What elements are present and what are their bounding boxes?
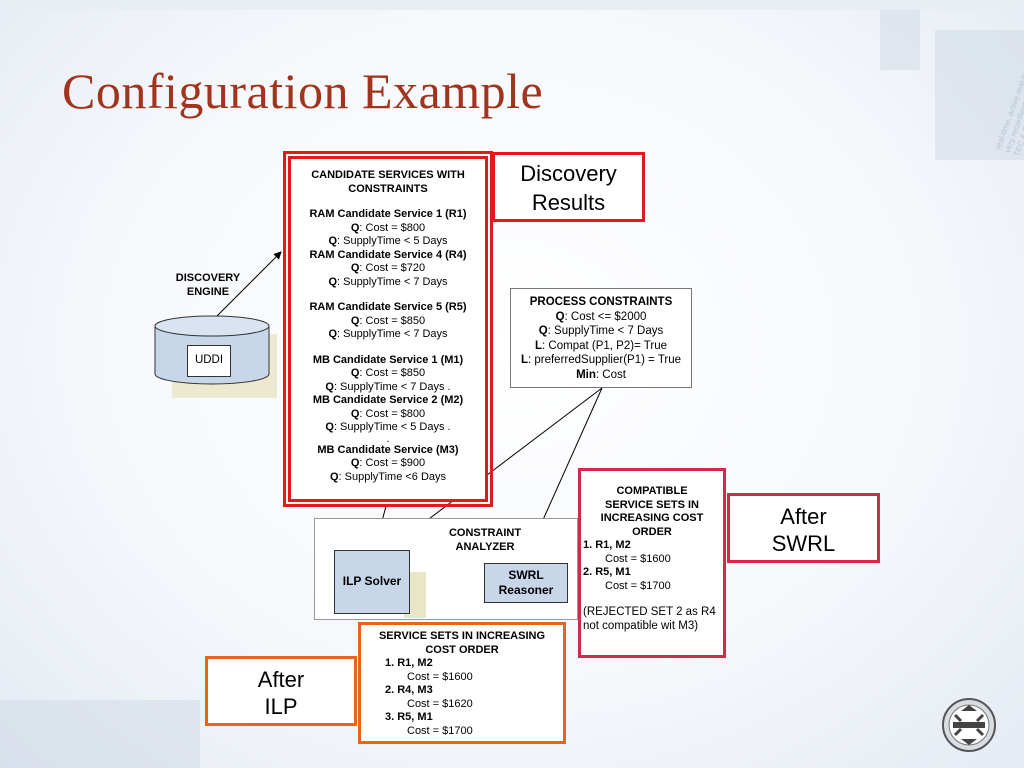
service-line: Q: Cost = $800 xyxy=(350,407,426,420)
label-line: Discovery xyxy=(520,161,617,186)
uddi-label: UDDI xyxy=(187,345,231,377)
constraint-line: Min: Cost xyxy=(576,368,626,381)
candidate-m3: MB Candidate Service (M3) Q: Cost = $900… xyxy=(295,444,481,485)
label-line: CONSTRAINT xyxy=(448,527,522,539)
set-item: 2. R4, M3 xyxy=(385,684,433,696)
swrl-reasoner-node: SWRL Reasoner xyxy=(484,563,568,603)
service-line: Q: SupplyTime < 7 Days xyxy=(328,275,448,288)
label-line: DISCOVERY xyxy=(175,272,241,284)
compatible-sets-box: COMPATIBLE SERVICE SETS IN INCREASING CO… xyxy=(578,468,726,658)
set-item: 3. R5, M1 xyxy=(385,711,433,723)
service-name: RAM Candidate Service 5 (R5) xyxy=(309,301,467,313)
service-name: MB Candidate Service (M3) xyxy=(317,443,459,456)
label-line: Reasoner xyxy=(498,583,554,597)
service-name: RAM Candidate Service 1 (R1) xyxy=(309,208,467,220)
label-line: ILP xyxy=(264,694,298,719)
set-cost: Cost = $1700 xyxy=(407,724,473,737)
constraint-line: L: preferredSupplier(P1) = True xyxy=(520,354,682,366)
discovery-results-label: Discovery Results xyxy=(492,152,645,222)
set-cost: Cost = $1700 xyxy=(605,579,671,592)
set-item: 2. R5, M1 xyxy=(583,566,631,578)
label-line: SWRL xyxy=(771,531,836,556)
candidates-heading: CANDIDATE SERVICES WITH CONSTRAINTS xyxy=(311,169,465,195)
label-line: After xyxy=(257,667,305,692)
set-item: 1. R1, M2 xyxy=(583,539,631,551)
constraint-line: Q: Cost <= $2000 xyxy=(555,310,647,323)
label-line: ANALYZER xyxy=(455,540,515,553)
candidate-r1: RAM Candidate Service 1 (R1) Q: Cost = $… xyxy=(295,208,481,249)
constraint-analyzer-label: CONSTRAINT ANALYZER xyxy=(430,527,540,554)
constraint-line: L: Compat (P1, P2)= True xyxy=(535,339,667,352)
service-line: Q: Cost = $850 xyxy=(350,314,426,327)
service-line: Q: Cost = $900 xyxy=(350,457,426,469)
label-line: Results xyxy=(531,190,606,215)
discovery-engine-label: DISCOVERY ENGINE xyxy=(160,271,256,299)
service-line: Q: Cost = $800 xyxy=(350,221,426,234)
service-line: Q: SupplyTime < 5 Days . xyxy=(325,421,451,433)
service-line: Q: Cost = $850 xyxy=(350,367,426,379)
ilp-sets-box: SERVICE SETS IN INCREASING COST ORDER 1.… xyxy=(358,622,566,744)
ilp-solver-node: ILP Solver xyxy=(334,550,410,614)
service-line: Q: SupplyTime <6 Days xyxy=(329,470,447,483)
label-line: SWRL xyxy=(508,568,544,582)
set-cost: Cost = $1600 xyxy=(407,670,473,683)
compatible-heading: COMPATIBLE SERVICE SETS IN INCREASING CO… xyxy=(600,485,704,538)
dot-separator: . xyxy=(386,432,390,445)
candidate-m1: MB Candidate Service 1 (M1) Q: Cost = $8… xyxy=(295,354,481,395)
label-line: ENGINE xyxy=(186,286,230,298)
svg-text:very reconfigurable, open: very reconfigurable, open xyxy=(1003,66,1024,154)
set-cost: Cost = $1620 xyxy=(407,697,473,710)
logo-icon xyxy=(942,698,996,752)
candidate-m2: MB Candidate Service 2 (M2) Q: Cost = $8… xyxy=(295,394,481,435)
candidate-r4: RAM Candidate Service 4 (R4) Q: Cost = $… xyxy=(295,249,481,290)
service-name: MB Candidate Service 1 (M1) xyxy=(312,353,464,366)
process-constraints-heading: PROCESS CONSTRAINTS xyxy=(529,296,673,308)
constraint-line: Q: SupplyTime < 7 Days xyxy=(538,325,664,337)
service-name: RAM Candidate Service 4 (R4) xyxy=(309,248,467,261)
slide-title: Configuration Example xyxy=(62,63,544,119)
service-name: MB Candidate Service 2 (M2) xyxy=(312,394,464,406)
service-line: Q: SupplyTime < 5 Days xyxy=(328,235,448,247)
after-swrl-label: After SWRL xyxy=(727,493,880,563)
svg-text:TEC & TEC & 4.4: TEC & TEC & 4.4 xyxy=(1012,95,1024,157)
service-line: Q: Cost = $720 xyxy=(350,262,426,274)
after-ilp-label: After ILP xyxy=(205,656,357,726)
process-constraints-box: PROCESS CONSTRAINTS Q: Cost <= $2000 Q: … xyxy=(510,288,692,388)
label-line: After xyxy=(780,504,827,529)
candidate-services-frame xyxy=(283,151,493,507)
set-cost: Cost = $1600 xyxy=(605,552,671,565)
svg-text:real-time, active real-time: real-time, active real-time xyxy=(993,63,1024,151)
set-item: 1. R1, M2 xyxy=(385,657,433,669)
service-line: Q: SupplyTime < 7 Days . xyxy=(325,380,451,393)
candidate-services-box: CANDIDATE SERVICES WITH CONSTRAINTS RAM … xyxy=(288,156,488,502)
rejected-note: (REJECTED SET 2 as R4 not compatible wit… xyxy=(583,606,716,632)
candidate-r5: RAM Candidate Service 5 (R5) Q: Cost = $… xyxy=(295,301,481,342)
ilp-sets-heading: SERVICE SETS IN INCREASING COST ORDER xyxy=(378,630,546,656)
service-line: Q: SupplyTime < 7 Days xyxy=(328,328,448,340)
